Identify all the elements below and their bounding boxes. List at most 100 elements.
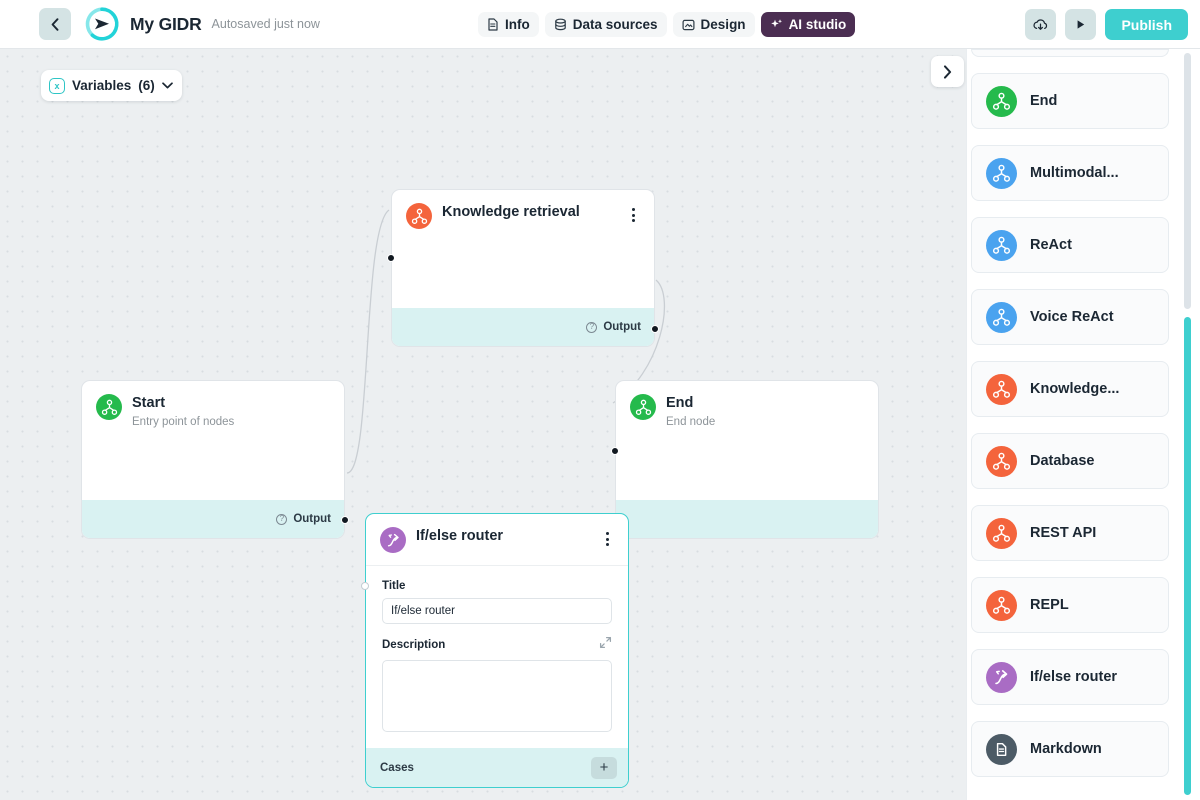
sidebar-item-voice-react[interactable]: Voice ReAct [971,289,1169,345]
cases-footer: Cases + [366,748,628,787]
output-label: Output [603,321,641,333]
chevron-left-icon [51,17,59,31]
node-output-row: ? Output [82,500,344,538]
node-end[interactable]: End End node [611,380,879,539]
markdown-node-icon [986,733,1017,765]
sidebar-item-label: Voice ReAct [1030,309,1114,325]
sidebar-toggle-button[interactable] [931,56,964,87]
node-header: Knowledge retrieval [392,190,654,229]
node-header: End End node [616,381,878,428]
sidebar-item-label: End [1030,93,1058,109]
help-icon: ? [586,321,598,333]
input-port[interactable] [387,254,395,262]
title-field-label: Title [382,580,406,592]
sidebar-item-label: Database [1030,453,1095,469]
back-button[interactable] [39,8,71,40]
node-knowledge-retrieval[interactable]: Knowledge retrieval ? Output [387,189,659,347]
knowledge-node-icon [406,203,432,229]
sidebar-item-ifelse-router[interactable]: If/else router [971,649,1169,705]
tab-design[interactable]: Design [672,12,755,37]
end-node-icon [630,394,656,420]
ifelse-router-icon [986,661,1017,693]
sidebar-item-end[interactable]: End [971,73,1169,129]
expand-icon[interactable] [599,636,612,654]
tab-data-sources[interactable]: Data sources [544,12,667,37]
tab-info[interactable]: Info [478,12,539,37]
sidebar-item-multimodal[interactable]: Multimodal... [971,145,1169,201]
title-input[interactable] [382,598,612,624]
node-subtitle: End node [666,416,716,428]
input-port[interactable] [611,447,619,455]
page-title: My GIDR [130,13,202,34]
sidebar-item-label: If/else router [1030,669,1118,685]
knowledge-node-icon [986,373,1017,405]
sidebar-item-markdown[interactable]: Markdown [971,721,1169,777]
description-field-label: Description [382,639,446,651]
sidebar-item-repl[interactable]: REPL [971,577,1169,633]
input-port[interactable] [361,582,369,590]
node-subtitle: Entry point of nodes [132,416,235,428]
node-text: If/else router [416,527,600,546]
node-ifelse-router[interactable]: If/else router Title Description Cases + [361,513,629,788]
publish-button[interactable]: Publish [1105,9,1188,40]
tab-data-sources-label: Data sources [572,17,658,32]
node-start[interactable]: Start Entry point of nodes ? Output [81,380,349,539]
variables-label: Variables [72,78,132,93]
header-actions: Publish [1025,9,1188,40]
tab-ai-studio[interactable]: AI studio [760,12,856,37]
chevron-down-icon [161,82,173,89]
design-icon [682,19,695,31]
document-icon [487,18,499,31]
tab-info-label: Info [505,17,530,32]
node-title: End [666,395,694,411]
sidebar-item-react[interactable]: ReAct [971,217,1169,273]
download-button[interactable] [1025,9,1057,40]
end-node-icon [986,85,1017,117]
variable-x-icon: x [49,77,65,94]
sidebar-scrollbar-thumb[interactable] [1184,317,1191,795]
output-port[interactable] [341,516,349,524]
gidr-logo-icon [85,7,119,41]
output-label: Output [293,513,331,525]
database-node-icon [986,445,1017,477]
workflow-canvas[interactable]: x Variables (6) Knowledge retrieval ? [0,49,966,800]
node-text: End End node [666,394,864,428]
add-case-button[interactable]: + [591,756,617,779]
run-button[interactable] [1065,9,1097,40]
repl-node-icon [986,589,1017,621]
chevron-right-icon [944,64,952,79]
node-body: Title Description [366,566,628,750]
list-item-partial[interactable] [971,49,1169,57]
output-port[interactable] [651,325,659,333]
sidebar-item-label: REST API [1030,525,1097,541]
sidebar-item-label: Knowledge... [1030,381,1120,397]
sidebar-item-knowledge[interactable]: Knowledge... [971,361,1169,417]
cases-label: Cases [380,761,414,774]
node-library-sidebar[interactable]: End Multimodal... [966,49,1200,800]
voice-react-node-icon [986,301,1017,333]
sidebar-scrollbar-thumb-top[interactable] [1184,53,1191,309]
sidebar-item-database[interactable]: Database [971,433,1169,489]
node-menu-button[interactable] [626,205,640,225]
node-text: Knowledge retrieval [442,203,626,222]
node-text: Start Entry point of nodes [132,394,330,428]
node-title: Start [132,395,166,411]
node-library-list: End Multimodal... [967,49,1200,800]
sidebar-item-label: Multimodal... [1030,165,1119,181]
node-output-row: ? Output [392,308,654,346]
sidebar-item-label: REPL [1030,597,1069,613]
database-icon [554,18,567,31]
description-textarea[interactable] [382,660,612,732]
header-nav: Info Data sources Design [478,12,856,37]
variables-dropdown[interactable]: x Variables (6) [41,70,182,101]
sidebar-item-rest-api[interactable]: REST API [971,505,1169,561]
start-node-icon [96,394,122,420]
node-output-row [616,500,878,538]
sidebar-item-label: ReAct [1030,237,1072,253]
rest-api-node-icon [986,517,1017,549]
sidebar-item-label: Markdown [1030,741,1102,757]
node-header: Start Entry point of nodes [82,381,344,428]
react-node-icon [986,229,1017,261]
node-menu-button[interactable] [600,529,614,549]
play-icon [1078,20,1085,29]
